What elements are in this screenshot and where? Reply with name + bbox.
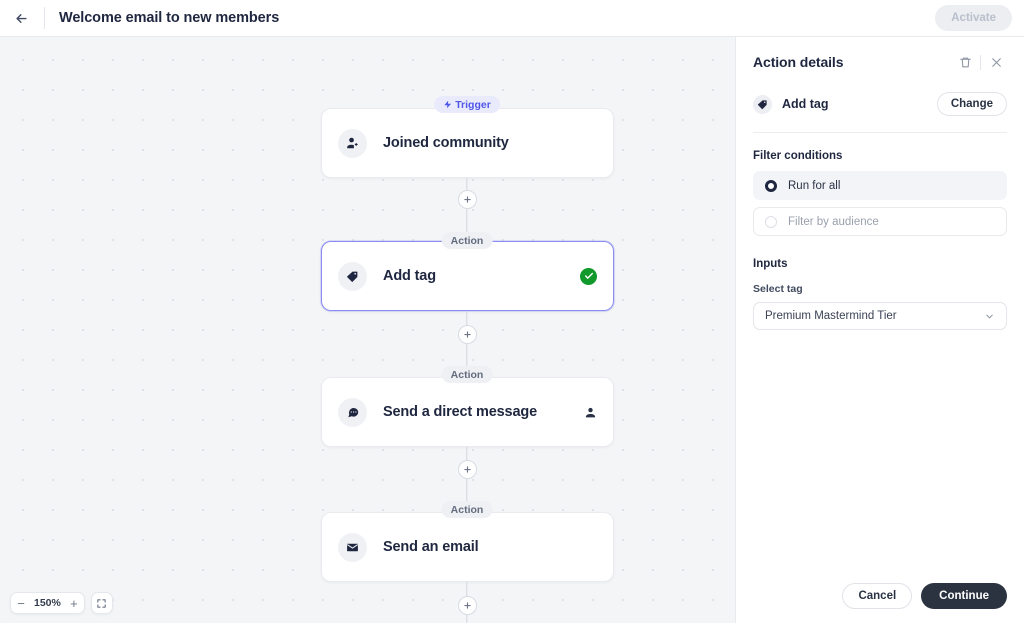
close-icon[interactable] (985, 51, 1007, 73)
zoom-out-button[interactable]: − (17, 595, 25, 611)
inputs-title: Inputs (753, 258, 788, 270)
user-plus-icon (338, 128, 367, 158)
radio-option-filter-by-audience[interactable]: Filter by audience (753, 207, 1007, 236)
select-tag-dropdown[interactable]: Premium Mastermind Tier (753, 302, 1007, 330)
select-tag-value: Premium Mastermind Tier (765, 310, 897, 322)
flow-graph: Trigger Joined community (0, 37, 735, 623)
node-badge-action: Action (441, 501, 493, 518)
filter-conditions-title: Filter conditions (753, 150, 843, 162)
flow-node-label: Send an email (383, 539, 479, 555)
node-badge-label: Action (450, 503, 484, 516)
radio-option-label: Run for all (788, 179, 841, 192)
flow-canvas[interactable]: Trigger Joined community (0, 37, 735, 623)
radio-option-run-for-all[interactable]: Run for all (753, 171, 1007, 200)
flow-node-send-an-email[interactable]: Send an email (321, 512, 614, 582)
flow-node-label: Add tag (383, 268, 436, 284)
panel-title: Action details (753, 54, 844, 70)
flow-node-status (580, 267, 597, 285)
cancel-button[interactable]: Cancel (842, 583, 913, 609)
node-badge-action: Action (441, 366, 493, 383)
node-badge-trigger: Trigger (434, 96, 500, 113)
trash-icon[interactable] (954, 51, 976, 73)
flow-node-add-tag[interactable]: Add tag (321, 241, 614, 311)
fit-to-screen-icon[interactable] (90, 592, 113, 614)
bolt-icon (443, 100, 452, 109)
envelope-icon (338, 532, 367, 562)
change-action-button[interactable]: Change (936, 92, 1007, 116)
page-title: Welcome email to new members (59, 10, 280, 26)
panel-header: Action details (753, 51, 1007, 73)
radio-selected-icon (765, 179, 777, 192)
flow-node-label: Joined community (383, 135, 509, 151)
continue-button[interactable]: Continue (921, 583, 1007, 609)
flow-node-send-direct-message[interactable]: Send a direct message (321, 377, 614, 447)
top-bar-divider (44, 7, 45, 29)
select-tag-label: Select tag (753, 283, 803, 295)
zoom-controls: − 150% + (10, 592, 113, 614)
check-circle-icon (580, 267, 597, 285)
add-step-button[interactable] (457, 596, 477, 615)
node-badge-label: Action (450, 368, 484, 381)
panel-header-actions (954, 51, 1007, 73)
zoom-in-button[interactable]: + (70, 595, 78, 611)
flow-node-status (584, 406, 597, 419)
chevron-down-icon (984, 311, 995, 322)
top-bar: Welcome email to new members Activate (0, 0, 1024, 37)
zoom-level-label[interactable]: 150% (34, 597, 61, 609)
back-arrow-icon[interactable] (10, 7, 32, 29)
radio-unselected-icon (765, 215, 777, 228)
add-step-button[interactable] (457, 325, 477, 344)
tag-icon (338, 261, 367, 291)
person-icon (584, 406, 597, 419)
main-body: Trigger Joined community (0, 37, 1024, 623)
top-bar-right: Activate (935, 5, 1012, 31)
add-step-button[interactable] (457, 190, 477, 209)
activate-button[interactable]: Activate (935, 5, 1012, 31)
action-summary-row: Add tag Change (753, 92, 1007, 133)
node-badge-label: Trigger (455, 98, 491, 111)
connector-line (466, 178, 468, 240)
flow-node-label: Send a direct message (383, 404, 538, 420)
action-details-panel: Action details (735, 37, 1024, 623)
node-badge-label: Action (450, 234, 484, 247)
tag-icon (753, 94, 772, 114)
flow-node-joined-community[interactable]: Joined community (321, 108, 614, 178)
add-step-button[interactable] (457, 460, 477, 479)
zoom-group: − 150% + (10, 592, 85, 614)
action-summary-label: Add tag (782, 97, 829, 111)
panel-header-divider (980, 54, 981, 70)
node-badge-action: Action (441, 232, 493, 249)
panel-content: Action details (736, 37, 1024, 577)
panel-footer: Cancel Continue (736, 577, 1024, 623)
chat-bubble-icon (338, 397, 367, 427)
radio-option-label: Filter by audience (788, 215, 879, 228)
